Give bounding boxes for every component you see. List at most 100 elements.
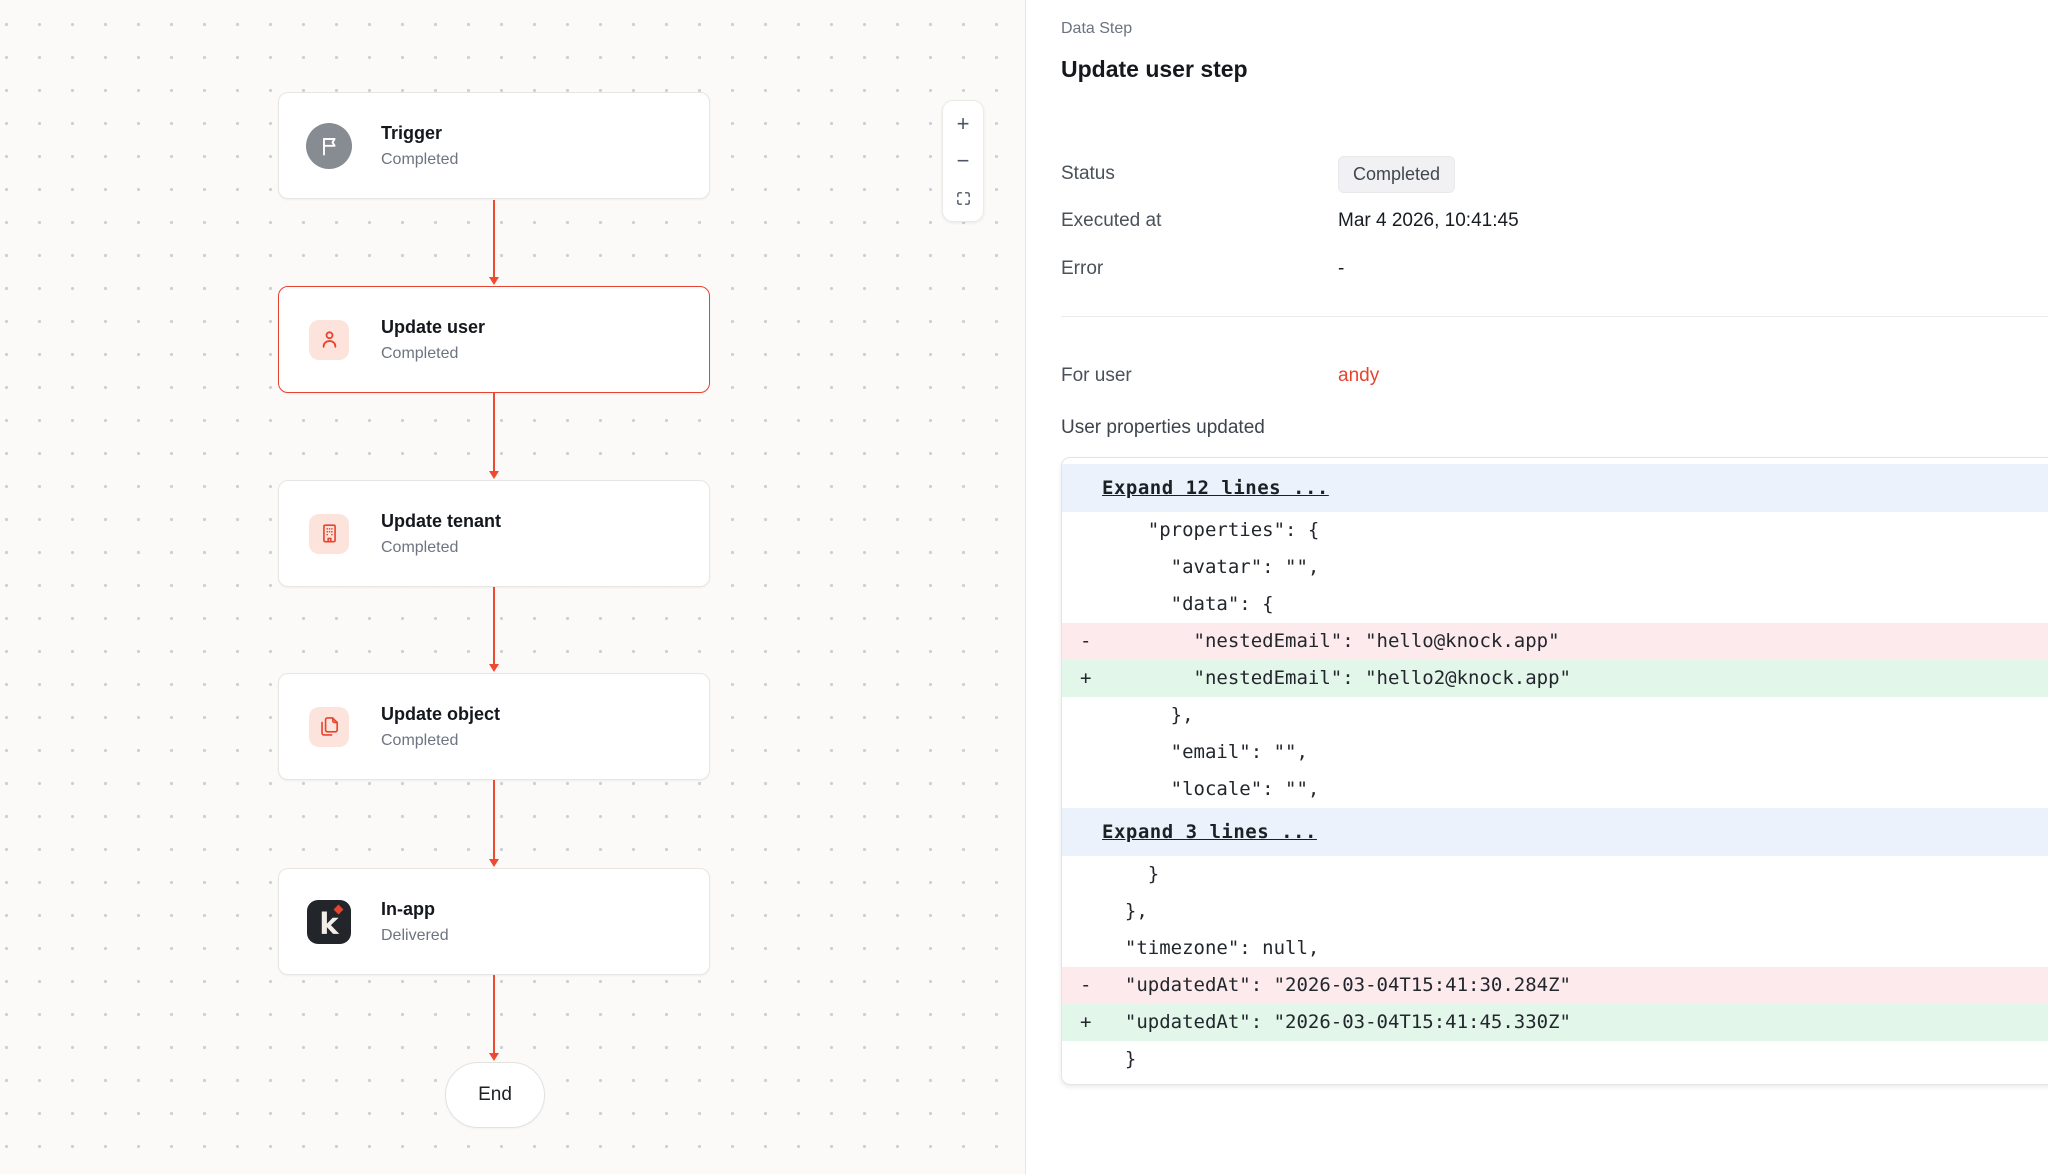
step-fields: Status Completed Executed at Mar 4 2026,… [1061,154,2048,282]
diff-gutter-marker: - [1080,630,1092,652]
diff-gutter-marker [1062,512,1102,549]
workflow-node-update-tenant[interactable]: Update tenant Completed [278,480,710,587]
diff-line-ctx: } [1062,856,2048,893]
diff-line-ctx: "locale": "", [1062,771,2048,808]
field-row-error: Error - [1061,256,2048,282]
field-row-executed-at: Executed at Mar 4 2026, 10:41:45 [1061,208,2048,234]
diff-gutter-marker [1062,808,1102,856]
status-badge: Completed [1338,155,1456,193]
diff-line-text: }, [1102,704,1194,726]
diff-line-text: "nestedEmail": "hello@knock.app" [1102,630,1560,652]
diff-line-ctx: "avatar": "", [1062,549,2048,586]
diff-gutter-marker [1062,893,1102,930]
diff-gutter-marker [1062,549,1102,586]
diff-line-text: "updatedAt": "2026-03-04T15:41:30.284Z" [1102,974,1571,996]
edge-arrow [489,393,499,479]
diff-line-ctx: } [1062,1041,2048,1078]
node-status: Delivered [381,926,449,944]
node-title: Trigger [381,122,443,143]
diff-gutter-marker [1062,771,1102,808]
executed-at-value: Mar 4 2026, 10:41:45 [1338,210,1519,231]
knock-logo-icon: k [307,899,351,944]
diff-expand-label: Expand 12 lines ... [1102,477,1329,499]
diff-line-text: "nestedEmail": "hello2@knock.app" [1102,667,1572,689]
diff-line-ctx: "properties": { [1062,512,2048,549]
fit-view-icon [955,190,972,207]
node-title: Update object [381,703,501,724]
node-status: Completed [381,150,459,168]
end-label: End [478,1084,512,1105]
workflow-node-in-app[interactable]: k In-app Delivered [278,868,710,975]
node-status: Completed [381,344,459,362]
diff-line-text: "data": { [1102,593,1274,615]
diff-gutter-marker: + [1080,667,1092,689]
diff-gutter-marker [1062,1041,1102,1078]
diff-section-heading: User properties updated [1061,417,1265,438]
copy-icon [309,706,349,747]
diff-gutter-marker [1062,697,1102,734]
section-divider [1061,316,2048,317]
diff-line-text: "email": "", [1102,741,1308,763]
workflow-node-trigger[interactable]: Trigger Completed [278,92,710,199]
workflow-node-update-user[interactable]: Update user Completed [278,286,710,393]
diff-line-ctx: }, [1062,893,2048,930]
diff-line-text: "locale": "", [1102,778,1320,800]
zoom-in-button[interactable]: + [945,107,981,141]
diff-gutter-marker: + [1080,1011,1092,1033]
page-title: Update user step [1061,56,1248,82]
workflow-end-node: End [445,1062,545,1128]
diff-line-text: } [1102,863,1160,885]
diff-line-text: "properties": { [1102,519,1320,541]
node-title: In-app [381,898,435,919]
field-label: Executed at [1061,210,1162,231]
diff-line-ctx: "timezone": null, [1062,930,2048,967]
diff-expand-link[interactable]: Expand 12 lines ... [1062,464,2048,512]
node-title: Update tenant [381,510,502,531]
diff-line-ctx: "data": { [1062,586,2048,623]
node-title: Update user [381,316,486,337]
edge-arrow [489,975,499,1061]
diff-gutter-marker [1062,586,1102,623]
diff-line-ctx: }, [1062,697,2048,734]
edge-arrow [489,587,499,672]
diff-gutter-marker [1062,856,1102,893]
diff-line-text: } [1102,1048,1137,1070]
diff-expand-link[interactable]: Expand 3 lines ... [1062,808,2048,856]
diff-line-text: }, [1102,900,1148,922]
user-link[interactable]: andy [1338,365,1380,386]
building-icon [309,513,349,554]
diff-line-add: + "updatedAt": "2026-03-04T15:41:45.330Z… [1062,1004,2048,1041]
diff-line-del: - "updatedAt": "2026-03-04T15:41:30.284Z… [1062,967,2048,1004]
user-icon [309,319,349,360]
node-status: Completed [381,538,459,556]
zoom-out-button[interactable]: − [945,144,981,178]
field-row-status: Status Completed [1061,154,2048,194]
diff-line-ctx: "email": "", [1062,734,2048,771]
diff-gutter-marker [1062,734,1102,771]
field-label: Error [1061,258,1104,279]
workflow-canvas[interactable]: Trigger Completed Update user Completed [0,0,1026,1174]
fit-view-button[interactable] [945,181,981,215]
flag-icon [306,122,352,169]
field-row-for-user: For user andy [1061,363,2048,389]
diff-gutter-marker [1062,464,1102,512]
field-label: Status [1061,163,1115,184]
diff-line-text: "timezone": null, [1102,937,1320,959]
zoom-controls: + − [942,100,984,222]
diff-gutter-marker: - [1080,974,1092,996]
edge-arrow [489,200,499,285]
field-label: For user [1061,365,1132,386]
step-type-label: Data Step [1061,20,1133,37]
diff-line-text: "updatedAt": "2026-03-04T15:41:45.330Z" [1102,1011,1571,1033]
diff-line-add: + "nestedEmail": "hello2@knock.app" [1062,660,2048,697]
node-status: Completed [381,731,459,749]
error-value: - [1338,258,1345,279]
diff-expand-label: Expand 3 lines ... [1102,821,1317,843]
workflow-node-update-object[interactable]: Update object Completed [278,673,710,780]
diff-line-text: "avatar": "", [1102,556,1320,578]
edge-arrow [489,780,499,867]
step-detail-panel: Data Step Update user step Status Comple… [1026,0,2048,1174]
diff-line-del: - "nestedEmail": "hello@knock.app" [1062,623,2048,660]
diff-gutter-marker [1062,930,1102,967]
diff-block: Expand 12 lines ... "properties": { "ava… [1061,457,2048,1085]
